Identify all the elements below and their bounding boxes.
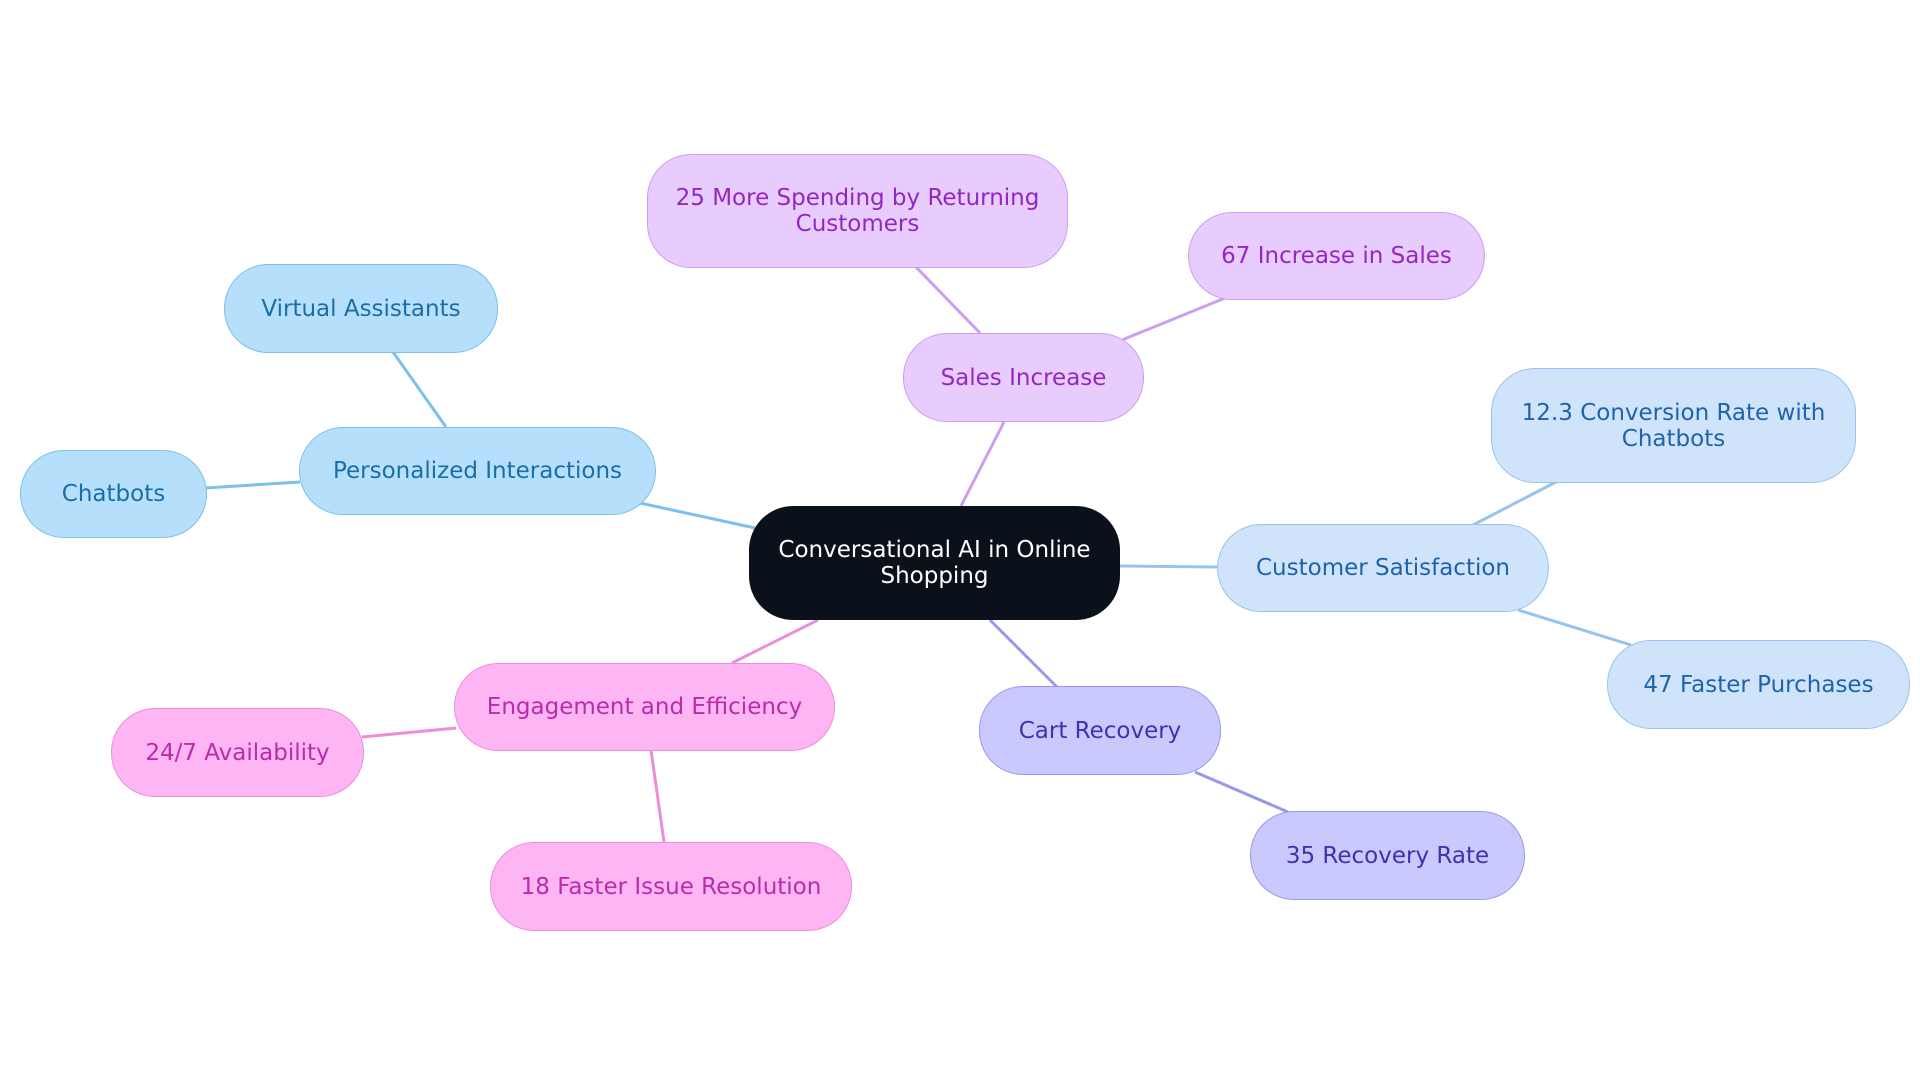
edge-root-personalized [639, 501, 756, 530]
node-sales-increase-label: Sales Increase [940, 364, 1107, 391]
node-35-recovery[interactable]: 35 Recovery Rate [1250, 811, 1525, 900]
edge-engagement-18 [649, 749, 666, 843]
edge-root-engagement [731, 618, 819, 665]
node-engagement-efficiency-label: Engagement and Efficiency [486, 694, 803, 720]
node-247-availability[interactable]: 24/7 Availability [111, 708, 364, 797]
edge-root-cart [988, 618, 1060, 690]
node-virtual-assistants[interactable]: Virtual Assistants [224, 264, 498, 353]
edge-engagement-247 [361, 726, 457, 739]
node-personalized-interactions[interactable]: Personalized Interactions [299, 427, 656, 515]
node-247-availability-label: 24/7 Availability [145, 739, 330, 766]
node-customer-satisfaction[interactable]: Customer Satisfaction [1217, 524, 1549, 612]
edge-personalized-virtual [391, 351, 448, 428]
node-67-increase[interactable]: 67 Increase in Sales [1188, 212, 1485, 300]
node-18-faster[interactable]: 18 Faster Issue Resolution [490, 842, 852, 931]
node-customer-satisfaction-label: Customer Satisfaction [1255, 555, 1510, 581]
edge-sales-67 [1121, 296, 1226, 342]
node-virtual-assistants-label: Virtual Assistants [261, 295, 461, 322]
node-personalized-interactions-label: Personalized Interactions [332, 458, 623, 484]
node-sales-increase[interactable]: Sales Increase [903, 333, 1144, 422]
edge-cart-35 [1194, 770, 1289, 814]
edge-root-sales [959, 421, 1006, 507]
node-67-increase-label: 67 Increase in Sales [1221, 243, 1452, 269]
root-label: Conversational AI in Online Shopping [778, 537, 1091, 589]
node-cart-recovery[interactable]: Cart Recovery [979, 686, 1221, 775]
edge-satisfaction-conversion [1472, 480, 1557, 527]
node-cart-recovery-label: Cart Recovery [1018, 717, 1182, 744]
node-18-faster-label: 18 Faster Issue Resolution [520, 873, 822, 900]
node-returning-customers-label: 25 More Spending by Returning Customers [675, 185, 1040, 237]
node-conversion-rate[interactable]: 12.3 Conversion Rate with Chatbots [1491, 368, 1856, 483]
node-chatbots-label: Chatbots [61, 481, 166, 507]
node-47-faster[interactable]: 47 Faster Purchases [1607, 640, 1910, 729]
edge-root-satisfaction [1119, 564, 1219, 569]
edge-satisfaction-47 [1517, 608, 1632, 647]
node-chatbots[interactable]: Chatbots [20, 450, 207, 538]
node-conversion-rate-label: 12.3 Conversion Rate with Chatbots [1521, 399, 1826, 452]
edge-sales-returning [913, 264, 982, 335]
node-47-faster-label: 47 Faster Purchases [1643, 671, 1874, 698]
node-engagement-efficiency[interactable]: Engagement and Efficiency [454, 663, 835, 751]
edge-personalized-chatbots [204, 480, 301, 490]
node-35-recovery-label: 35 Recovery Rate [1285, 842, 1490, 869]
root-node[interactable]: Conversational AI in Online Shopping [749, 506, 1120, 620]
node-returning-customers[interactable]: 25 More Spending by Returning Customers [647, 154, 1068, 268]
